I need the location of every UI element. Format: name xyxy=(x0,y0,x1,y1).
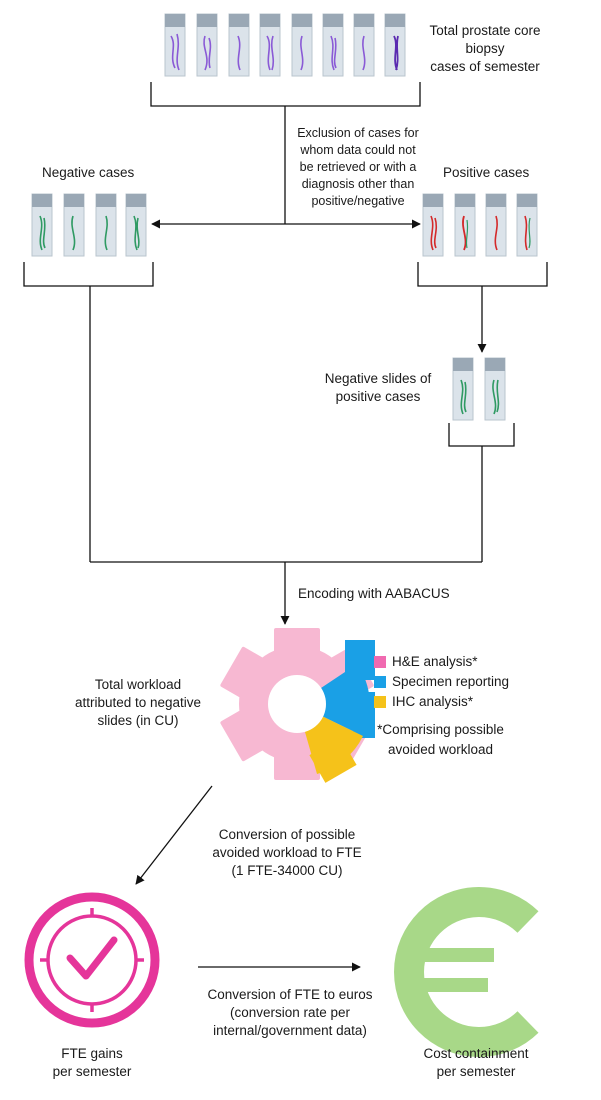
fte-gains-line: FTE gains xyxy=(61,1046,123,1061)
conversion-fte-line: (1 FTE-34000 CU) xyxy=(231,863,343,878)
top-label-line: biopsy xyxy=(465,41,505,56)
negative-case-slides xyxy=(31,193,147,257)
conversion-fte-line: Conversion of possible xyxy=(218,827,356,842)
negative-slides-label: Negative slides of positive cases xyxy=(318,370,438,406)
clock-icon xyxy=(24,892,160,1028)
fte-gains-line: per semester xyxy=(52,1064,132,1079)
exclusion-label: Exclusion of cases for whom data could n… xyxy=(292,125,424,210)
legend-note-line: *Comprising possible xyxy=(377,722,504,737)
exclusion-line: Exclusion of cases for xyxy=(297,126,419,140)
negative-slides-line: Negative slides of xyxy=(324,371,432,386)
workload-line: Total workload xyxy=(94,677,182,692)
gear-legend: H&E analysis* Specimen reporting IHC ana… xyxy=(374,652,509,760)
exclusion-line: whom data could not xyxy=(300,143,416,157)
fte-gains-label: FTE gains per semester xyxy=(40,1045,144,1081)
legend-swatch-yellow xyxy=(374,696,386,708)
legend-label: Specimen reporting xyxy=(392,674,510,689)
positive-cases-label: Positive cases xyxy=(443,165,530,180)
workload-line: slides (in CU) xyxy=(97,713,179,728)
conversion-euros-label: Conversion of FTE to euros (conversion r… xyxy=(190,986,390,1040)
workload-label: Total workload attributed to negative sl… xyxy=(58,676,218,730)
exclusion-line: be retrieved or with a xyxy=(299,160,417,174)
negative-slides-line: positive cases xyxy=(335,389,421,404)
conversion-fte-label: Conversion of possible avoided workload … xyxy=(192,826,382,880)
exclusion-line: positive/negative xyxy=(311,194,405,208)
top-label-line: cases of semester xyxy=(430,59,540,74)
legend-label: IHC analysis* xyxy=(392,694,474,709)
legend-item-he: H&E analysis* xyxy=(374,652,509,672)
negative-slides-of-positive xyxy=(452,357,506,421)
cost-label: Cost containment per semester xyxy=(412,1045,540,1081)
workload-line: attributed to negative xyxy=(74,695,202,710)
top-label-line: Total prostate core xyxy=(429,23,541,38)
euro-icon xyxy=(394,887,539,1057)
legend-item-ihc: IHC analysis* xyxy=(374,692,509,712)
legend-swatch-blue xyxy=(374,676,386,688)
conversion-euros-line: internal/government data) xyxy=(213,1023,367,1038)
legend-label: H&E analysis* xyxy=(392,654,478,669)
negative-cases-label: Negative cases xyxy=(42,165,135,180)
cost-line: per semester xyxy=(436,1064,516,1079)
top-bracket xyxy=(150,82,421,107)
encoding-label: Encoding with AABACUS xyxy=(298,586,450,601)
conversion-fte-line: avoided workload to FTE xyxy=(212,845,362,860)
legend-note-line: avoided workload xyxy=(388,742,494,757)
exclusion-line: diagnosis other than xyxy=(301,177,415,191)
legend-item-specimen: Specimen reporting xyxy=(374,672,509,692)
conversion-euros-line: Conversion of FTE to euros xyxy=(207,987,373,1002)
conversion-euros-line: (conversion rate per xyxy=(229,1005,351,1020)
top-label: Total prostate core biopsy cases of seme… xyxy=(424,22,546,76)
legend-swatch-pink xyxy=(374,656,386,668)
top-slides xyxy=(164,13,406,77)
positive-case-slides xyxy=(422,193,538,257)
legend-note: *Comprising possible avoided workload xyxy=(372,720,509,760)
workload-gear xyxy=(220,628,375,783)
cost-line: Cost containment xyxy=(423,1046,529,1061)
